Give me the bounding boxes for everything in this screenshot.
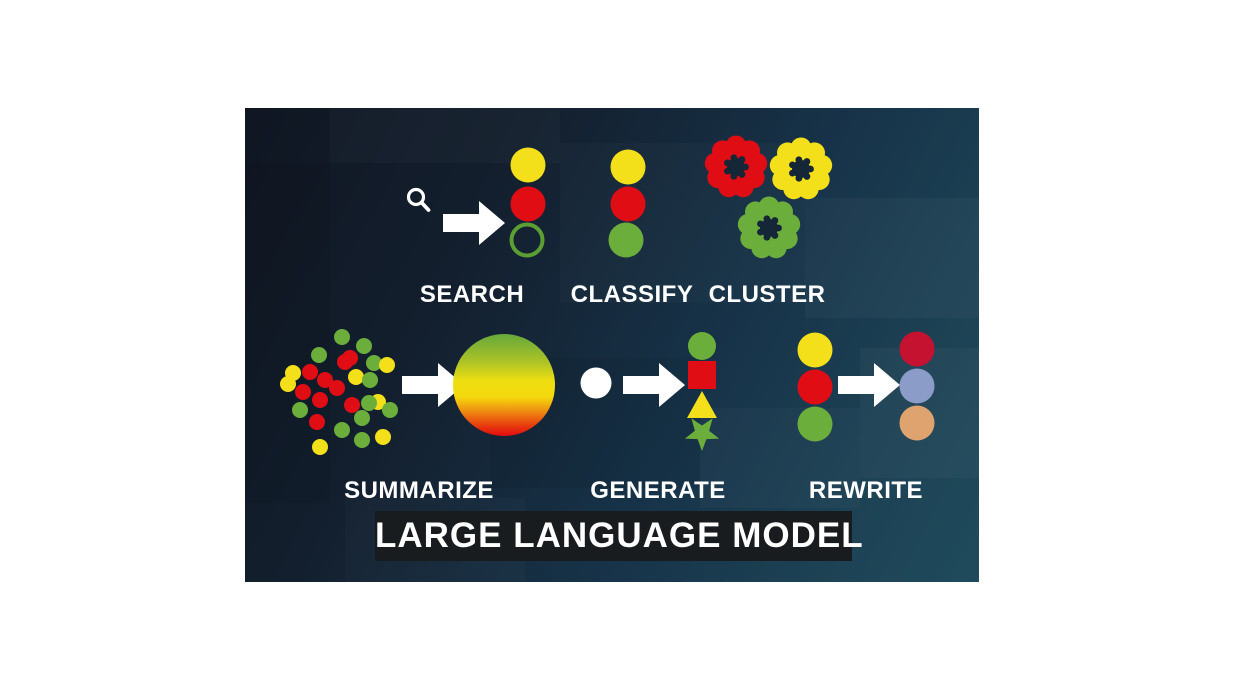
flower-hole-notch <box>730 172 738 180</box>
scatter-dot <box>348 369 364 385</box>
summarize-label: SUMMARIZE <box>344 477 494 504</box>
flower-petal <box>765 237 787 259</box>
flower-hole-notch <box>771 232 779 239</box>
flower-hole-notch <box>738 156 746 163</box>
flower-hole-notch <box>775 224 782 232</box>
red-dot <box>610 186 646 222</box>
flower-hole-notch <box>738 171 746 178</box>
scatter-dot <box>329 380 345 396</box>
scatter-dot <box>317 372 333 388</box>
generate-label: GENERATE <box>590 477 726 504</box>
scatter-dot <box>356 338 372 354</box>
yellow-dot <box>797 332 833 368</box>
scatter-dot <box>375 429 391 445</box>
flower-hole-notch <box>742 163 749 171</box>
gradient-ball <box>453 334 555 436</box>
scatter-dot <box>366 355 382 371</box>
cluster-label: CLUSTER <box>708 281 826 308</box>
tan-dot <box>899 405 935 441</box>
flower-hole-notch <box>724 159 731 167</box>
yellow-dot <box>510 147 546 183</box>
llm-capabilities-card: SEARCH CLASSIFY CLUSTER SUMMARIZE GENERA… <box>245 108 979 582</box>
flower-petal <box>732 176 754 198</box>
flower-petal <box>712 140 734 162</box>
flower-hole-notch <box>807 165 814 173</box>
scatter-dot <box>311 347 327 363</box>
scatter-dot <box>292 402 308 418</box>
flower-hole-notch <box>803 158 811 165</box>
arrow-right-icon <box>623 363 685 407</box>
scatter-dot <box>334 422 350 438</box>
red-square <box>688 361 716 389</box>
flower-hole-notch <box>795 156 803 164</box>
white-dot <box>580 367 612 399</box>
scatter-dot <box>334 329 350 345</box>
flower-hole-notch <box>763 215 771 223</box>
scatter-dot <box>312 439 328 455</box>
yellow-triangle <box>687 391 717 418</box>
rewrite-glyphs <box>797 331 935 442</box>
flower-petal <box>745 201 767 223</box>
yellow-flower-icon <box>769 137 833 200</box>
flower-hole-notch <box>757 220 764 228</box>
flower-petal <box>797 178 819 200</box>
summarize-scatter <box>280 329 398 455</box>
flower-hole-notch <box>757 228 764 236</box>
scatter-dot <box>354 432 370 448</box>
crimson-dot <box>899 331 935 367</box>
flower-petal <box>777 142 799 164</box>
magnifier-icon <box>406 187 431 212</box>
flower-hole-notch <box>730 154 738 162</box>
title-bar: LARGE LANGUAGE MODEL <box>375 511 863 561</box>
cluster-glyphs <box>704 135 833 259</box>
generate-glyphs <box>580 332 720 451</box>
flower-hole-notch <box>803 173 811 180</box>
flower-hole-notch <box>795 174 803 182</box>
arrow-right-icon <box>402 363 464 407</box>
search-glyphs <box>406 147 546 258</box>
periwinkle-dot <box>899 368 935 404</box>
green-dot <box>797 406 833 442</box>
scatter-dot <box>362 372 378 388</box>
scatter-dot <box>361 395 377 411</box>
green-ring <box>509 222 545 258</box>
scatter-dot <box>337 354 353 370</box>
green-dot <box>608 222 644 258</box>
scatter-dot <box>309 414 325 430</box>
scatter-dot <box>280 376 296 392</box>
green-flower-icon <box>737 196 801 259</box>
scatter-dot <box>312 392 328 408</box>
classify-label: CLASSIFY <box>570 281 694 308</box>
green-star <box>684 418 720 451</box>
flower-hole-notch <box>724 167 731 175</box>
green-dot <box>688 332 716 360</box>
flower-hole-notch <box>771 217 779 224</box>
scatter-dot <box>354 410 370 426</box>
yellow-dot <box>610 149 646 185</box>
arrow-right-icon <box>838 363 900 407</box>
scatter-dot <box>302 364 318 380</box>
flower-hole-notch <box>763 233 771 241</box>
search-label: SEARCH <box>419 281 525 308</box>
scatter-dot <box>379 357 395 373</box>
red-flower-icon <box>704 135 768 198</box>
red-dot <box>510 186 546 222</box>
flower-hole-notch <box>789 161 796 169</box>
summarize-glyphs <box>280 329 555 455</box>
scatter-dot <box>295 384 311 400</box>
red-dot <box>797 369 833 405</box>
rewrite-label: REWRITE <box>808 477 924 504</box>
flower-hole-notch <box>789 169 796 177</box>
scatter-dot <box>344 397 360 413</box>
arrow-right-icon <box>443 201 505 245</box>
scatter-dot <box>382 402 398 418</box>
classify-glyphs <box>608 149 646 258</box>
